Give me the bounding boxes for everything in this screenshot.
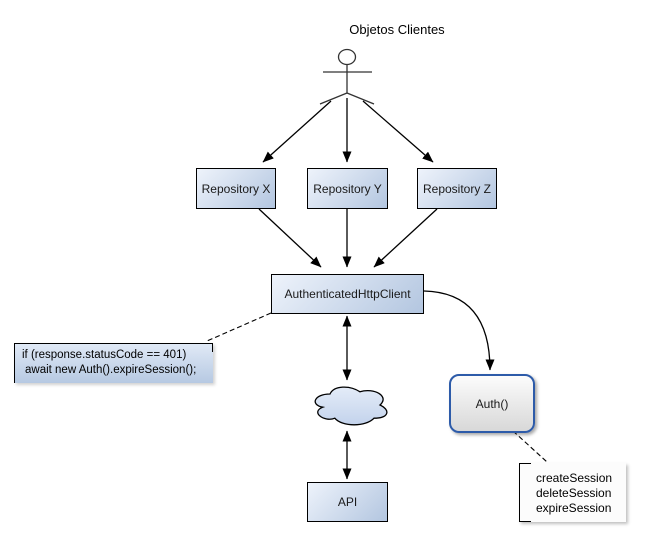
edge-actor-repo-z bbox=[362, 100, 434, 163]
node-auth: Auth() bbox=[449, 374, 535, 433]
node-repository-z-label: Repository Z bbox=[422, 181, 492, 196]
node-repository-y: Repository Y bbox=[307, 168, 388, 209]
note-code-line-2: await new Auth().expireSession(); bbox=[25, 364, 197, 376]
node-auth-label: Auth() bbox=[475, 396, 509, 411]
edge-client-auth bbox=[423, 290, 495, 371]
node-api: API bbox=[307, 482, 388, 522]
cloud-icon bbox=[314, 386, 388, 426]
note-auth-method-1: createSession bbox=[536, 471, 613, 485]
diagram-title: Objetos Clientes bbox=[349, 22, 445, 37]
note-status-code-check: if (response.statusCode == 401) await ne… bbox=[14, 343, 213, 383]
note-auth-methods: createSession deleteSession expireSessio… bbox=[519, 463, 626, 522]
edge-repo-x-client bbox=[258, 208, 322, 268]
node-api-label: API bbox=[337, 495, 358, 509]
actor-leg-left bbox=[319, 92, 348, 105]
node-authenticated-http-client: AuthenticatedHttpClient bbox=[271, 274, 424, 314]
node-authenticated-http-client-label: AuthenticatedHttpClient bbox=[284, 287, 411, 301]
node-repository-x-label: Repository X bbox=[201, 181, 271, 196]
link-client-code-note bbox=[206, 312, 272, 342]
note-code-line-1: if (response.statusCode == 401) bbox=[22, 349, 187, 361]
actor-leg-right bbox=[346, 92, 375, 105]
node-repository-z: Repository Z bbox=[417, 168, 497, 209]
edge-repo-z-client bbox=[373, 208, 438, 268]
node-repository-y-label: Repository Y bbox=[313, 181, 382, 196]
actor-icon bbox=[319, 48, 375, 105]
note-auth-method-3: expireSession bbox=[536, 501, 612, 515]
note-auth-method-2: deleteSession bbox=[536, 486, 612, 500]
link-auth-sessions-note bbox=[512, 430, 548, 463]
node-repository-x: Repository X bbox=[196, 168, 276, 209]
edge-actor-repo-x bbox=[262, 100, 332, 163]
actor-head bbox=[337, 48, 357, 66]
